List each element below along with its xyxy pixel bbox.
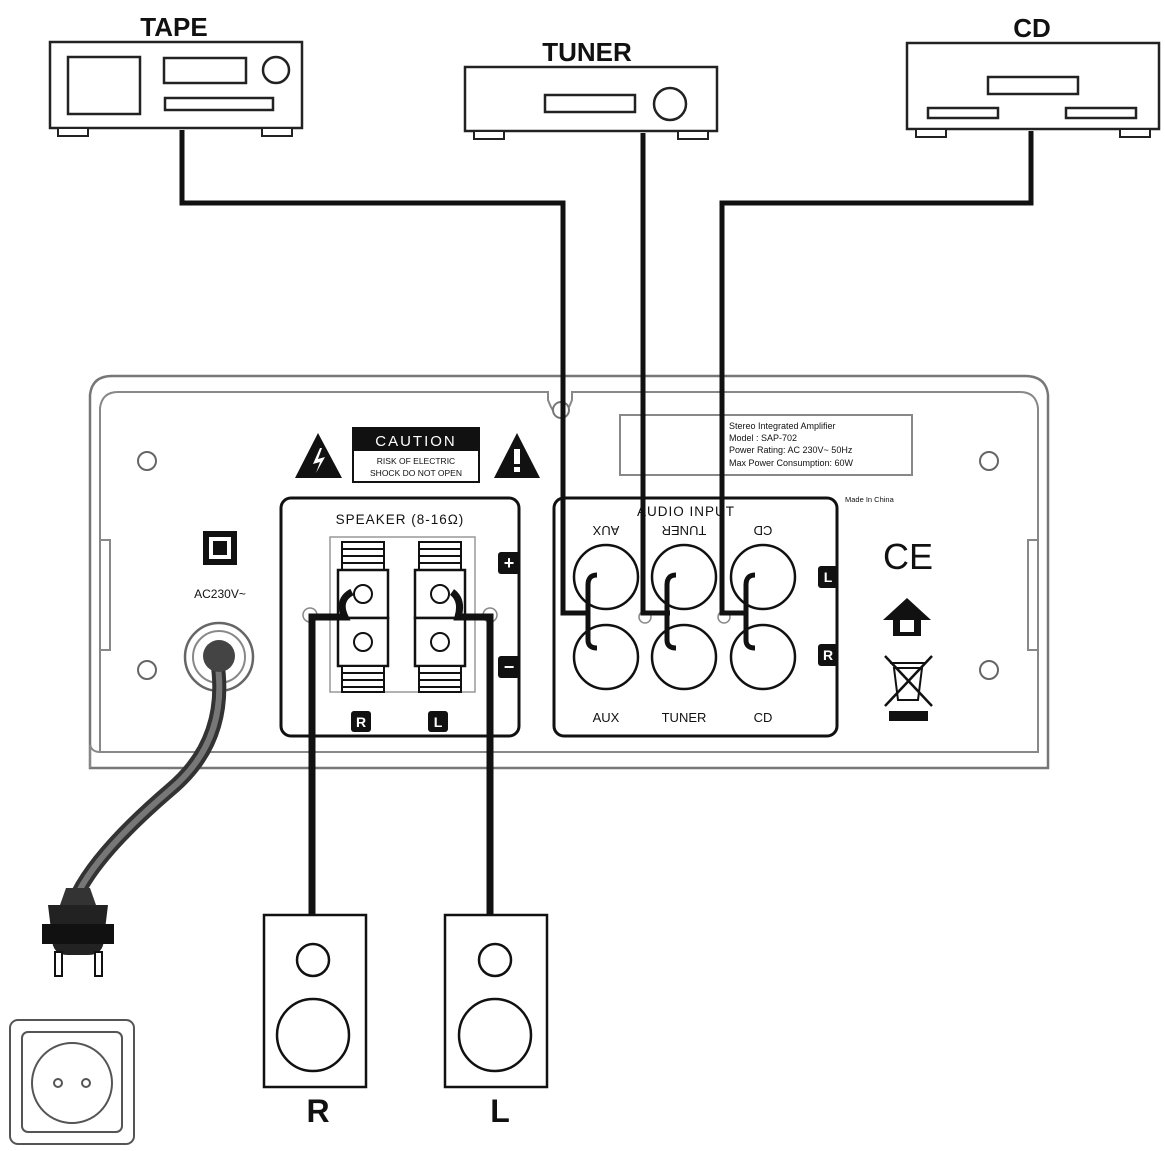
caution-line2: SHOCK DO NOT OPEN xyxy=(370,468,462,478)
wall-socket-icon xyxy=(9,1019,135,1145)
double-insulation-icon xyxy=(203,531,237,565)
amplifier-rear-panel: CAUTION RISK OF ELECTRIC SHOCK DO NOT OP… xyxy=(88,374,1050,770)
cd-label: CD xyxy=(1013,13,1051,43)
tape-deck: TAPE xyxy=(48,12,304,137)
speaker-left: L xyxy=(443,913,549,1129)
power-cord xyxy=(42,640,235,977)
svg-text:−: − xyxy=(504,657,515,677)
minus-marker: − xyxy=(498,656,520,678)
tuner-unit: TUNER xyxy=(463,37,719,140)
speaker-right: R xyxy=(262,913,368,1129)
channel-l-badge: L xyxy=(818,566,838,588)
made-in-label: Made In China xyxy=(845,495,895,504)
speaker-cables xyxy=(308,588,494,915)
cd-player: CD xyxy=(905,13,1161,138)
speaker-r-badge: R xyxy=(351,711,371,732)
mount-hole-icon xyxy=(137,660,157,680)
caution-title: CAUTION xyxy=(375,433,457,450)
caution-line1: RISK OF ELECTRIC xyxy=(377,456,455,466)
rca-jack-tuner-r xyxy=(650,623,718,691)
caution-label: CAUTION RISK OF ELECTRIC SHOCK DO NOT OP… xyxy=(352,427,480,483)
audio-input-label: AUDIO INPUT xyxy=(637,504,735,519)
cable-tuner-to-tuner xyxy=(640,133,670,616)
svg-text:L: L xyxy=(824,569,833,585)
svg-text:R: R xyxy=(356,714,366,730)
cable-speaker-r xyxy=(308,588,354,915)
info-line4: Max Power Consumption: 60W xyxy=(729,458,854,468)
exclamation-triangle-icon xyxy=(494,433,540,478)
speaker-terminal-r xyxy=(336,541,390,693)
mount-hole-icon xyxy=(979,451,999,471)
input-top-aux: AUX xyxy=(592,523,619,538)
rca-jack-tuner-l xyxy=(650,543,718,611)
input-bottom-tuner: TUNER xyxy=(662,710,707,725)
cable-cd-to-cd xyxy=(719,131,1034,616)
tuner-label: TUNER xyxy=(542,37,632,67)
cable-tape-to-aux xyxy=(179,130,590,616)
speaker-right-label: R xyxy=(306,1093,329,1129)
svg-text:+: + xyxy=(504,553,515,573)
ac-voltage-label: AC230V~ xyxy=(194,587,246,601)
info-line3: Power Rating: AC 230V~ 50Hz xyxy=(729,445,853,455)
input-top-tuner: TUNER xyxy=(662,523,707,538)
plus-marker: + xyxy=(498,552,520,574)
input-top-cd: CD xyxy=(754,523,773,538)
rca-jack-aux-l xyxy=(572,543,640,611)
svg-text:R: R xyxy=(823,647,833,663)
speaker-terminal-block: SPEAKER (8-16Ω) xyxy=(279,496,521,738)
info-plate: Stereo Integrated Amplifier Model : SAP-… xyxy=(619,414,913,476)
cable-speaker-l xyxy=(449,589,494,915)
speaker-terminal-l xyxy=(413,541,467,693)
tape-label: TAPE xyxy=(140,12,207,42)
ce-mark-icon: CE xyxy=(883,536,933,577)
input-bottom-cd: CD xyxy=(754,710,773,725)
info-line1: Stereo Integrated Amplifier xyxy=(729,421,836,431)
weee-bin-icon xyxy=(884,655,933,721)
mount-hole-icon xyxy=(979,660,999,680)
svg-text:L: L xyxy=(434,714,443,730)
channel-r-badge: R xyxy=(818,644,838,666)
rca-jack-cd-l xyxy=(729,543,797,611)
audio-input-block: AUDIO INPUT AUX TUNER CD AUX TUNER CD L … xyxy=(552,496,839,738)
rca-jack-aux-r xyxy=(572,623,640,691)
warning-triangle-icon xyxy=(295,433,342,478)
speaker-l-badge: L xyxy=(428,711,448,732)
rca-jack-cd-r xyxy=(729,623,797,691)
info-line2: Model : SAP-702 xyxy=(729,433,797,443)
signal-cables xyxy=(179,130,1034,616)
input-bottom-aux: AUX xyxy=(593,710,620,725)
rca-plugs xyxy=(585,572,756,651)
speaker-left-label: L xyxy=(490,1093,510,1129)
mount-hole-icon xyxy=(137,451,157,471)
indoor-use-icon xyxy=(883,598,931,636)
speaker-impedance-label: SPEAKER (8-16Ω) xyxy=(336,512,465,527)
